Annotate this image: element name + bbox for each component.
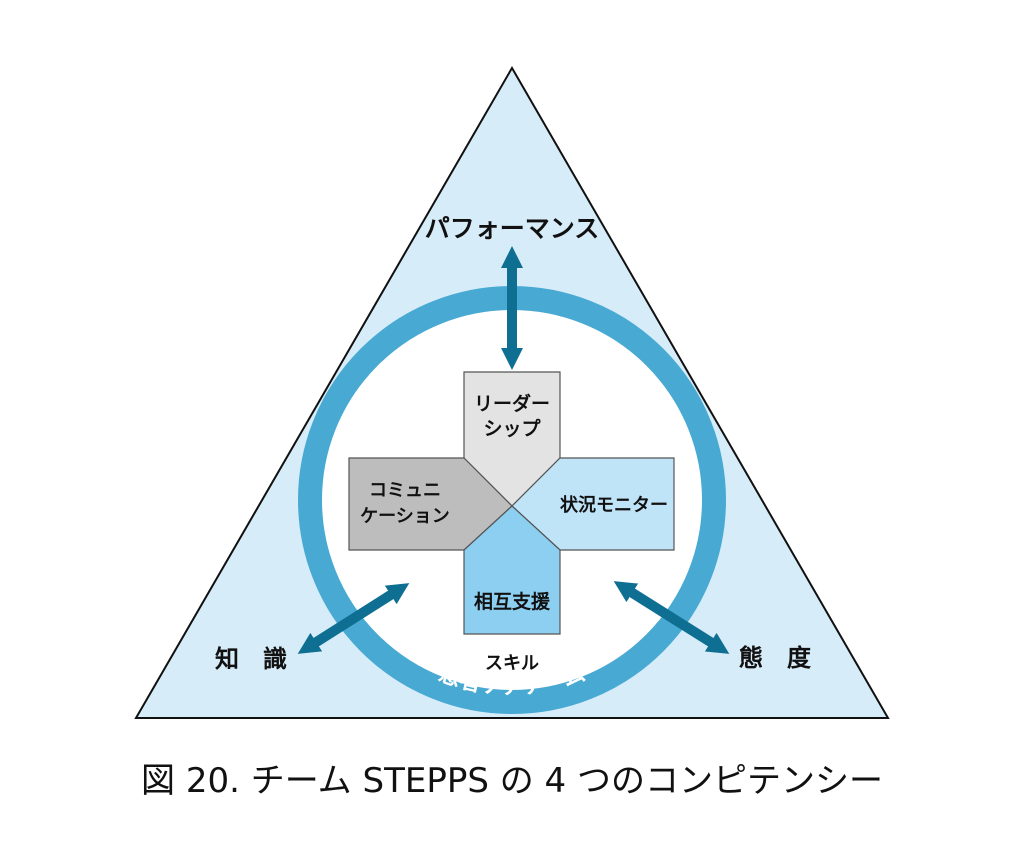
- cross-right-panel: [511, 457, 675, 551]
- competency-cross: [348, 371, 675, 635]
- double-arrow-icon: [297, 583, 410, 654]
- skill-label: スキル: [485, 653, 539, 674]
- knowledge-label: 知 識: [215, 645, 287, 673]
- performance-label: パフォーマンス: [425, 214, 600, 243]
- cross-top-label-line2: シップ: [483, 417, 541, 440]
- cross-left-label-line2: ケーション: [360, 506, 450, 527]
- double-arrow-icon: [613, 581, 730, 654]
- cross-left-label-line1: コミュニ: [369, 480, 441, 501]
- cross-right-label: 状況モニター: [560, 494, 668, 516]
- figure-caption: 図 20. チーム STEPPS の 4 つのコンピテンシー: [141, 761, 883, 801]
- arrow-right: [613, 581, 730, 654]
- cross-bottom-panel: [463, 505, 561, 635]
- cross-top-label-line1: リーダー: [474, 392, 550, 415]
- cross-bottom-label: 相互支援: [474, 590, 551, 613]
- arrow-left: [297, 583, 410, 654]
- attitude-label: 態 度: [739, 644, 812, 672]
